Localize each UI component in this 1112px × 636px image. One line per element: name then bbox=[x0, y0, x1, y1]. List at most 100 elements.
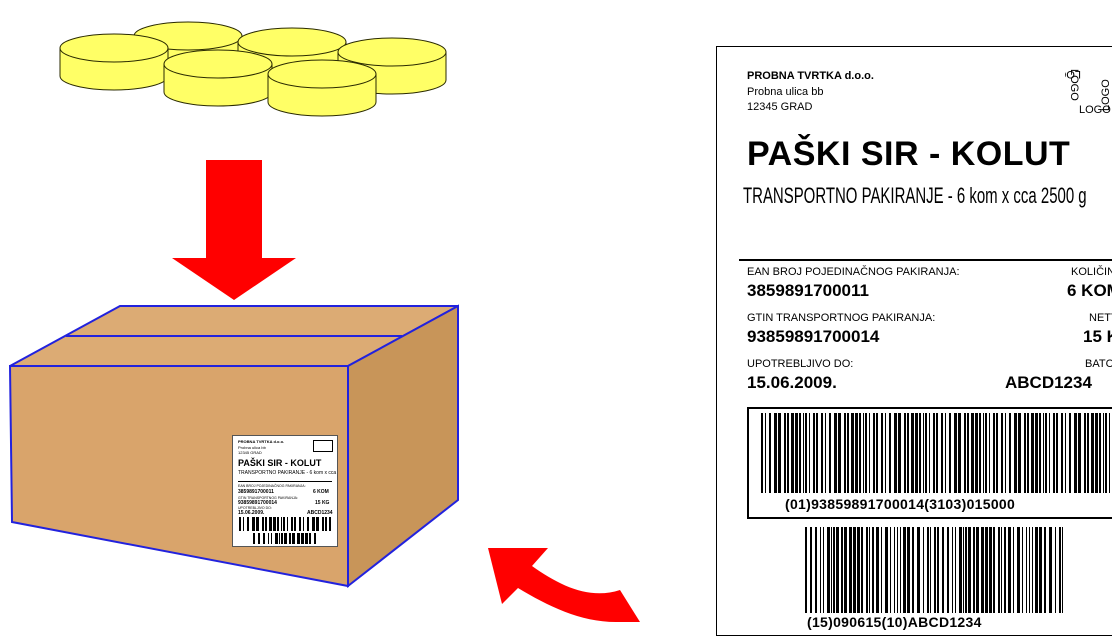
barcode-bar bbox=[1078, 413, 1081, 493]
barcode-bar bbox=[993, 527, 995, 613]
mini-packing: TRANSPORTNO PAKIRANJE - 6 kom x cca 2500… bbox=[238, 470, 338, 476]
barcode-bar bbox=[1043, 413, 1044, 493]
barcode-bar bbox=[305, 533, 308, 544]
barcode-bar bbox=[784, 413, 786, 493]
barcode-bar bbox=[869, 527, 870, 613]
barcode-bar bbox=[841, 527, 843, 613]
barcode-bar bbox=[268, 533, 269, 544]
barcode-bar bbox=[1053, 413, 1055, 493]
barcode-bar bbox=[894, 413, 897, 493]
barcode-bar bbox=[820, 527, 821, 613]
barcode-1-text: (01)93859891700014(3103)015000 bbox=[785, 496, 1015, 512]
product-name: PAŠKI SIR - KOLUT bbox=[747, 135, 1070, 174]
mini-ean-header: EAN BROJ POJEDINAČNOG PAKIRANJA: bbox=[238, 484, 306, 488]
mini-company: PROBNA TVRTKA d.o.o. bbox=[238, 439, 284, 444]
barcode-bar bbox=[803, 413, 804, 493]
barcode-bar bbox=[981, 527, 984, 613]
barcode-bar bbox=[915, 413, 918, 493]
barcode-bar bbox=[844, 527, 847, 613]
mini-city: 12345 GRAD bbox=[238, 450, 262, 455]
mini-batch: ABCD1234 bbox=[307, 510, 333, 516]
gtin-value: 93859891700014 bbox=[747, 327, 879, 347]
barcode-1 bbox=[761, 413, 1112, 493]
barcode-bar bbox=[284, 533, 287, 544]
logo-text-top: LOGO bbox=[1065, 68, 1081, 80]
barcode-bar bbox=[941, 413, 943, 493]
barcode-bar bbox=[1018, 413, 1021, 493]
barcode-bar bbox=[900, 527, 901, 613]
barcode-bar bbox=[836, 527, 839, 613]
barcode-bar bbox=[919, 413, 921, 493]
barcode-bar bbox=[243, 517, 244, 531]
barcode-bar bbox=[787, 413, 789, 493]
logo-icon: LOGO LOGO LOGO LOGO bbox=[1065, 65, 1112, 115]
barcode-bar bbox=[866, 527, 868, 613]
barcode-bar bbox=[283, 517, 285, 531]
barcode-bar bbox=[936, 413, 938, 493]
barcode-bar bbox=[989, 527, 992, 613]
barcode-bar bbox=[1069, 413, 1071, 493]
cheese-wheel-3 bbox=[60, 34, 168, 90]
barcode-bar bbox=[827, 527, 830, 613]
barcode-bar bbox=[810, 527, 812, 613]
barcode-bar bbox=[1109, 413, 1110, 493]
mini-product: PAŠKI SIR - KOLUT bbox=[238, 458, 321, 468]
shipping-label: PROBNA TVRTKA d.o.o. Probna ulica bb 123… bbox=[716, 46, 1112, 636]
barcode-bar bbox=[1024, 413, 1026, 493]
barcode-bar bbox=[989, 413, 990, 493]
barcode-bar bbox=[761, 413, 763, 493]
barcode-bar bbox=[968, 527, 971, 613]
barcode-bar bbox=[973, 527, 975, 613]
barcode-bar bbox=[954, 413, 957, 493]
barcode-bar bbox=[876, 413, 878, 493]
barcode-bar bbox=[844, 413, 846, 493]
ean-value: 3859891700011 bbox=[747, 281, 869, 301]
logo-text-right: LOGO bbox=[1100, 79, 1112, 111]
barcode-bar bbox=[859, 413, 861, 493]
barcode-bar bbox=[853, 527, 856, 613]
barcode-bar bbox=[952, 527, 953, 613]
barcode-bar bbox=[1008, 527, 1011, 613]
barcode-bar bbox=[1059, 527, 1061, 613]
barcode-bar bbox=[831, 527, 832, 613]
barcode-bar bbox=[876, 527, 879, 613]
gtin-header: GTIN TRANSPORTNOG PAKIRANJA: bbox=[747, 312, 935, 324]
barcode-bar bbox=[1022, 527, 1023, 613]
red-curved-arrow-icon bbox=[488, 548, 640, 622]
barcode-bar bbox=[1095, 413, 1098, 493]
barcode-bar bbox=[976, 527, 979, 613]
barcode-bar bbox=[904, 413, 906, 493]
barcode-bar bbox=[965, 527, 967, 613]
mini-netto: 15 KG bbox=[315, 500, 329, 506]
barcode-bar bbox=[985, 413, 987, 493]
barcode-bar bbox=[993, 413, 995, 493]
barcode-bar bbox=[889, 413, 891, 493]
barcode-bar bbox=[1074, 413, 1077, 493]
barcode-bar bbox=[815, 527, 817, 613]
barcode-bar bbox=[312, 517, 315, 531]
cheese-wheels bbox=[60, 22, 446, 116]
barcode-bar bbox=[1049, 527, 1052, 613]
mini-logo bbox=[313, 440, 333, 452]
barcode-bar bbox=[813, 413, 815, 493]
barcode-bar bbox=[253, 533, 255, 544]
barcode-bar bbox=[816, 413, 818, 493]
barcode-bar bbox=[855, 413, 858, 493]
barcode-bar bbox=[279, 533, 280, 544]
barcode-bar bbox=[1105, 413, 1107, 493]
barcode-bar bbox=[861, 527, 863, 613]
barcode-bar bbox=[1056, 413, 1058, 493]
barcode-bar bbox=[1009, 413, 1011, 493]
barcode-bar bbox=[303, 517, 304, 531]
barcode-bar bbox=[1001, 527, 1002, 613]
barcode-bar bbox=[778, 413, 781, 493]
barcode-bar bbox=[262, 517, 264, 531]
batch-value: ABCD1234 bbox=[1005, 373, 1092, 393]
barcode-bar bbox=[329, 517, 331, 531]
barcode-bar bbox=[291, 517, 293, 531]
barcode-bar bbox=[277, 517, 279, 531]
barcode-bar bbox=[851, 413, 854, 493]
batch-header: BATCH: bbox=[1085, 358, 1112, 370]
barcode-bar bbox=[294, 517, 296, 531]
barcode-bar bbox=[322, 517, 324, 531]
